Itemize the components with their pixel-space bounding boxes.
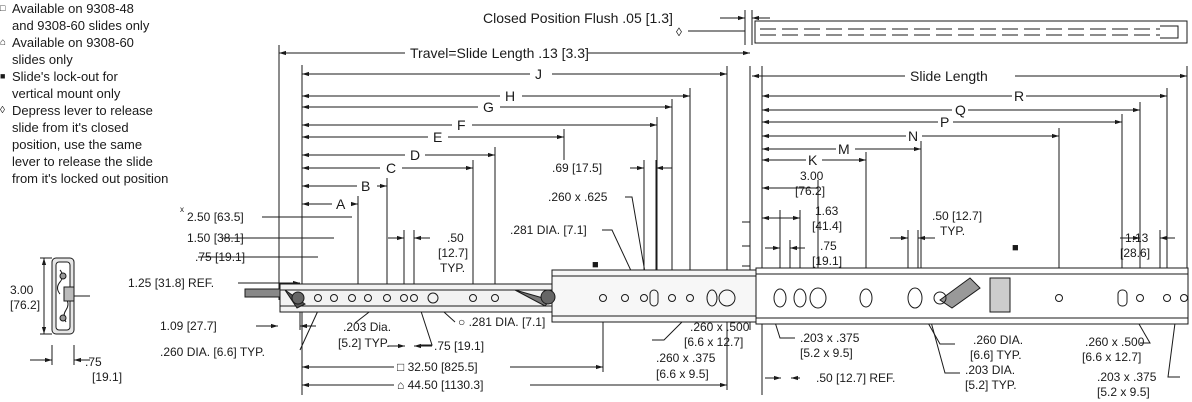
dim-260-dia-label: .260 DIA. [6.6] TYP. [160,345,265,359]
dim-260x375-label: .260 x .375 [656,351,716,365]
dim-Q-label: Q [955,102,966,118]
lockout-symbol-icon: ■ [592,259,599,271]
dim-203x375-right-label: .203 x .375 [1097,370,1157,384]
dim-75r-mm-label: [19.1] [812,254,842,268]
dim-260-dia-right-label: .260 DIA. [973,333,1023,347]
dim-125-ref-label: 1.25 [31.8] REF. [128,276,214,290]
dim-N-label: N [908,128,918,144]
dim-C-label: C [386,160,396,176]
closed-slide-top-view [688,10,1188,45]
dim-281-label: ○ .281 DIA. [7.1] [458,315,545,329]
dim-A-label: A [336,196,346,212]
dim-50-label: .50 [447,231,464,245]
dim-203-dia-right-label: .203 DIA. [965,363,1015,377]
dim-260x500-mm-label: [6.6 x 12.7] [684,335,743,349]
note-item: ◊ Depress lever to release slide from it… [0,102,200,187]
dim-203-dia-mm-label: [5.2] TYP. [338,336,390,350]
dim-250-label: 2.50 [63.5] [187,210,244,224]
dim-113-label: 1.13 [1125,231,1149,245]
dim-260-dia-right-mm-label: [6.6] TYP. [970,348,1022,362]
slide-side-view [244,267,1189,325]
dim-260x500-label: .260 x .500 [690,320,750,334]
note-item: □ Available on 9308-48 and 9308-60 slide… [0,0,200,34]
note-text: Available on 9308-48 and 9308-60 slides … [12,1,150,33]
dim-50-ref-label: .50 [12.7] REF. [816,371,895,385]
dim-75b-label: .75 [19.1] [434,339,484,353]
square-symbol-icon: □ [0,3,6,13]
diamond-symbol-icon: ◊ [0,105,5,116]
dim-203x375-mm-label: [5.2 x 9.5] [800,346,853,360]
dim-281-dia-label: .281 DIA. [7.1] [510,223,587,237]
mounting-holes [314,287,1188,309]
dim-203x375-right-mm-label: [5.2 x 9.5] [1097,385,1150,399]
dim-75-label: .75 [19.1] [195,250,245,264]
dim-J-label: J [535,66,542,82]
section-width: .75 [85,355,102,369]
diamond-symbol-icon: ◊ [676,25,682,39]
dim-203x375-label: .203 x .375 [800,331,860,345]
dim-203-dia-right-mm-label: [5.2] TYP. [965,378,1017,392]
dim-R-label: R [1014,88,1024,104]
slide-length-label: Slide Length [910,68,988,84]
section-width-mm: [19.1] [92,370,122,384]
dim-50-typ-right-t-label: TYP. [940,224,965,238]
dim-260x500-right-mm-label: [6.6 x 12.7] [1082,350,1141,364]
dim-50-mm-label: [12.7] [438,246,468,260]
dim-M-label: M [838,141,850,157]
note-text: Available on 9308-60 slides only [12,35,134,67]
dim-F-label: F [457,117,466,133]
dim-163-mm-label: [41.4] [812,219,842,233]
dim-150-label: 1.50 [38.1] [187,231,244,245]
dim-P-label: P [940,114,949,130]
dim-260x375-mm-label: [6.6 x 9.5] [656,367,709,381]
note-item: ■ Slide's lock-out for vertical mount on… [0,68,200,102]
dim-G-label: G [483,99,494,115]
dim-4450-label: ⌂ 44.50 [1130.3] [397,378,483,392]
dim-300-label: 3.00 [800,169,824,183]
dim-K-label: K [808,152,818,168]
note-item: ⌂ Available on 9308-60 slides only [0,34,200,68]
house-symbol-icon: ⌂ [0,37,7,48]
dim-300-mm-label: [76.2] [795,184,825,198]
section-height-mm: [76.2] [10,298,40,312]
dim-50-typ-right-label: .50 [12.7] [932,209,982,223]
dim-50-typ-label: TYP. [440,261,465,275]
dim-203-dia-label: .203 Dia. [343,320,391,334]
note-text: Slide's lock-out for vertical mount only [12,69,121,101]
dim-113-mm-label: [28.6] [1120,246,1150,260]
dim-75r-label: .75 [820,239,837,253]
dim-E-label: E [433,129,442,145]
lockout-symbol-icon: ■ [1012,242,1019,254]
dim-163-label: 1.63 [815,204,839,218]
dim-H-label: H [505,88,515,104]
dim-D-label: D [410,147,420,163]
filled-square-symbol-icon: ■ [0,71,6,81]
note-text: Depress lever to release slide from it's… [12,103,169,186]
dim-260x625-label: .260 x .625 [548,190,608,204]
travel-label: Travel=Slide Length .13 [3.3] [410,45,589,61]
dim-260x500-right-label: .260 x .500 [1085,335,1145,349]
dim-69-label: .69 [17.5] [552,161,602,175]
dim-B-label: B [361,178,370,194]
dim-3250-label: □ 32.50 [825.5] [397,360,478,374]
x-mark: x [180,205,184,214]
closed-flush-label: Closed Position Flush .05 [1.3] [483,10,673,26]
cross-section [30,257,90,365]
notes-legend: □ Available on 9308-48 and 9308-60 slide… [0,0,200,187]
dim-109-label: 1.09 [27.7] [160,319,217,333]
section-height: 3.00 [10,283,34,297]
